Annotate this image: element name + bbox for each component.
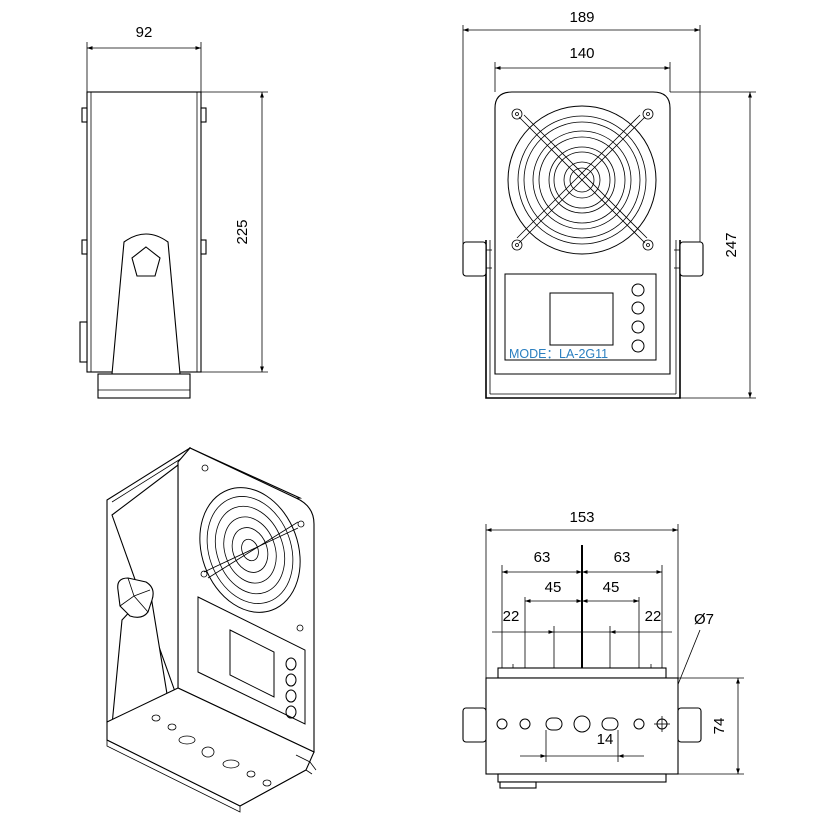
front-body-dim: 140 bbox=[569, 45, 594, 62]
side-view: 92 225 bbox=[79, 24, 268, 399]
hole-dim: Ø7 bbox=[694, 611, 714, 628]
right-knob bbox=[679, 241, 704, 277]
slot-dim: 14 bbox=[597, 731, 614, 748]
bottom-top-strip bbox=[497, 667, 667, 679]
control-panel bbox=[504, 273, 657, 361]
right-22-dim: 22 bbox=[645, 608, 662, 625]
isometric-view bbox=[106, 447, 317, 813]
slot bbox=[601, 717, 619, 731]
left-22-dim: 22 bbox=[503, 608, 520, 625]
model-label: MODE：LA-2G11 bbox=[509, 347, 608, 361]
right-45-dim: 45 bbox=[603, 579, 620, 596]
right-63-dim: 63 bbox=[614, 549, 631, 566]
bottom-plate bbox=[485, 677, 679, 775]
panel-button-2 bbox=[631, 301, 645, 315]
iso-fan bbox=[199, 464, 305, 632]
front-body bbox=[494, 91, 671, 375]
slot bbox=[545, 717, 563, 731]
iso-display bbox=[229, 629, 275, 698]
front-bracket bbox=[485, 240, 681, 399]
bottom-overall-dim: 153 bbox=[569, 509, 594, 526]
front-view: 189 140 247 bbox=[462, 9, 756, 399]
front-overall-dim: 189 bbox=[569, 9, 594, 26]
hole bbox=[519, 718, 531, 730]
knob-nut bbox=[131, 246, 161, 277]
fan-guard bbox=[507, 105, 657, 255]
panel-button-4 bbox=[631, 339, 645, 353]
panel-button-3 bbox=[631, 320, 645, 334]
side-height-dim: 225 bbox=[234, 219, 251, 244]
display-screen bbox=[549, 292, 614, 346]
bottom-right-knob bbox=[677, 707, 702, 743]
iso-knob bbox=[117, 577, 154, 618]
side-bracket bbox=[111, 233, 181, 375]
iso-control-panel bbox=[197, 596, 306, 725]
center-hole bbox=[573, 715, 591, 733]
bottom-left-knob bbox=[462, 707, 487, 743]
hole bbox=[633, 718, 645, 730]
side-foot bbox=[97, 373, 191, 399]
panel-button-1 bbox=[631, 283, 645, 297]
left-45-dim: 45 bbox=[545, 579, 562, 596]
side-switch bbox=[79, 321, 88, 363]
side-width-dim: 92 bbox=[136, 24, 153, 41]
front-height-dim: 247 bbox=[723, 232, 740, 257]
hole bbox=[496, 718, 508, 730]
bottom-view: 153 63 63 45 45 22 22 Ø7 74 bbox=[462, 509, 744, 789]
depth-dim: 74 bbox=[711, 718, 728, 735]
left-knob bbox=[462, 241, 487, 277]
left-63-dim: 63 bbox=[534, 549, 551, 566]
